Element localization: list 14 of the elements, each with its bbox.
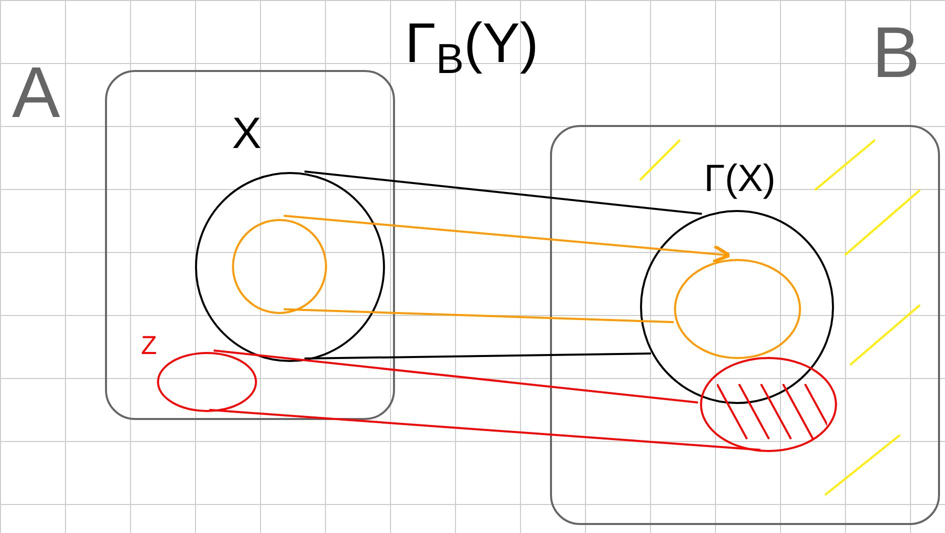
set-label: Γ(X) — [704, 160, 777, 198]
set-label: Z — [141, 332, 158, 358]
set-label: X — [232, 112, 262, 156]
connector-line — [304, 170, 702, 215]
connector-line — [284, 308, 674, 324]
connector-line — [304, 352, 652, 360]
connector-line — [284, 214, 732, 264]
subset-circle — [232, 219, 327, 314]
connector-line — [209, 408, 761, 451]
connector-line — [214, 349, 698, 404]
hatched-ellipse — [700, 357, 837, 452]
set-label: A — [12, 57, 62, 129]
set-label: B — [872, 17, 922, 89]
subset-circle — [674, 259, 801, 359]
